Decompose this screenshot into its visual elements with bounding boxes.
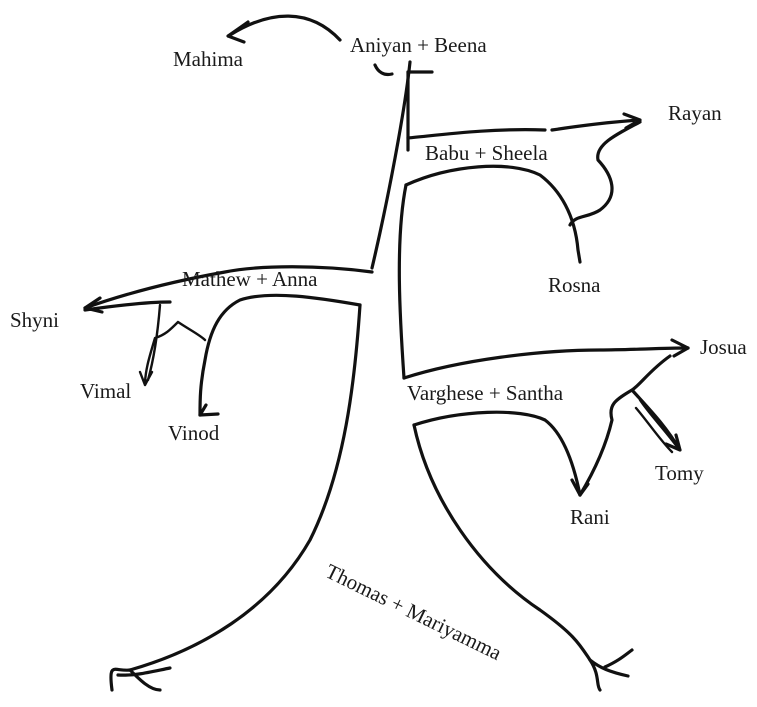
branch-sheela-curl	[568, 120, 642, 227]
couple-label-aniyan-beena: Aniyan + Beena	[350, 33, 487, 57]
branch-varghese-santha-upper	[402, 346, 690, 380]
branch-mathew-anna-lower	[198, 293, 362, 417]
branch-babu-sheela-lower	[404, 164, 582, 264]
branch-to-tomy	[578, 354, 682, 497]
child-label-vinod: Vinod	[168, 421, 220, 445]
child-label-rani: Rani	[570, 505, 610, 529]
child-label-mahima: Mahima	[173, 47, 244, 71]
child-label-josua: Josua	[700, 335, 747, 359]
child-label-rayan: Rayan	[668, 101, 722, 125]
couple-label-mathew-anna: Mathew + Anna	[182, 267, 318, 291]
branch-varghese-santha-lower	[412, 410, 582, 497]
root-left	[109, 666, 172, 692]
branch-mathew-anna-upper	[83, 265, 374, 310]
arrow-to-josua	[670, 338, 690, 358]
child-label-rosna: Rosna	[548, 273, 601, 297]
child-label-tomy: Tomy	[655, 461, 704, 485]
root-label-thomas-mariyamma: Thomas + Mariyamma	[322, 559, 506, 665]
child-label-vimal: Vimal	[80, 379, 131, 403]
branch-babu-sheela-upper	[406, 128, 547, 140]
arrow-to-shyni	[83, 296, 172, 314]
root-right	[588, 648, 634, 692]
arrow-to-mahima	[226, 14, 342, 44]
child-label-shyni: Shyni	[10, 308, 59, 332]
arrow-to-vinod	[198, 403, 220, 417]
branch-to-vimal	[138, 303, 207, 387]
branch-tomy-strands	[634, 398, 680, 454]
couple-label-babu-sheela: Babu + Sheela	[425, 141, 548, 165]
branch-aniyan-beena	[373, 63, 434, 77]
couple-label-varghese-santha: Varghese + Santha	[407, 381, 564, 405]
